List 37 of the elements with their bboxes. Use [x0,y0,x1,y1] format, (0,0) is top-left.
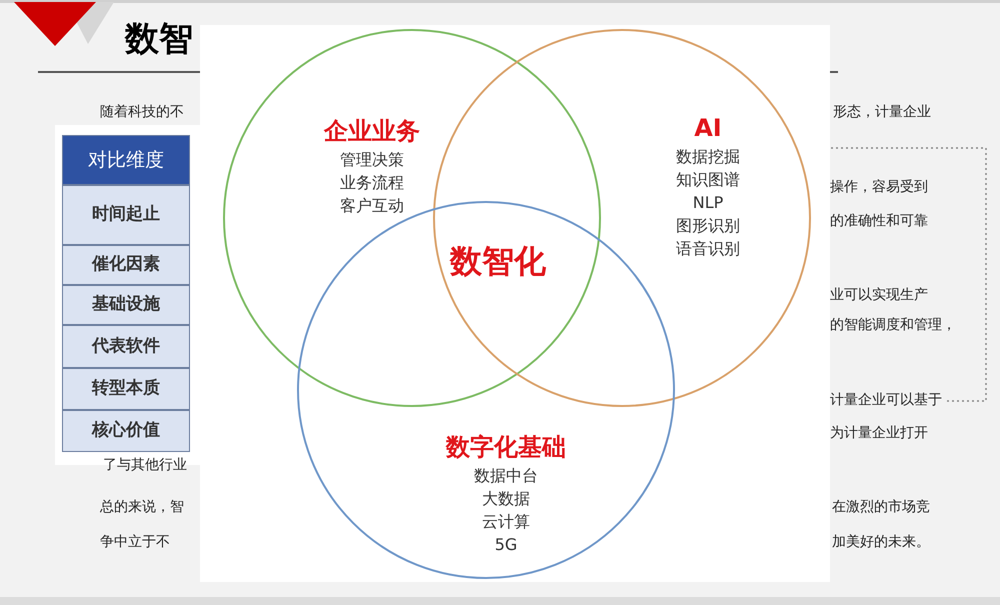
circle-item: 图形识别 [676,215,740,237]
paragraph-fragment: 计量企业可以基于 [830,393,942,407]
venn-center-label: 数智化 [450,245,546,277]
circle-item: 客户互动 [340,195,404,217]
circle-item: 业务流程 [340,172,404,194]
table-header-cell: 对比维度 [62,135,190,185]
table-cell: 核心价值 [62,410,190,452]
paragraph-fragment: 操作，容易受到 [830,180,928,194]
page-title: 数智 [125,22,193,56]
paragraph-fragment: 争中立于不 [100,535,170,549]
circle-heading: 数字化基础 [446,432,566,462]
circle-item: 知识图谱 [676,169,740,191]
paragraph-fragment: 的准确性和可靠 [830,214,928,228]
paragraph-fragment: 形态，计量企业 [833,105,931,119]
circle-item: 语音识别 [676,238,740,260]
table-cell: 代表软件 [62,325,190,368]
circle-item: 管理决策 [340,149,404,171]
table-cell: 转型本质 [62,368,190,410]
paragraph-fragment: 在激烈的市场竞 [832,500,930,514]
paragraph-fragment: 了与其他行业 [103,458,187,472]
table-cell: 催化因素 [62,245,190,285]
paragraph-fragment: 随着科技的不 [100,105,184,119]
paragraph-fragment: 的智能调度和管理， [830,318,956,332]
paragraph-fragment: 总的来说，智 [100,500,184,514]
circle-item: 5G [494,534,518,556]
circle-heading: AI [694,113,722,143]
circle-heading: 企业业务 [324,116,420,146]
paragraph-fragment: 加美好的未来。 [832,535,930,549]
table-cell: 基础设施 [62,285,190,325]
circle-item: NLP [692,192,724,214]
circle-item: 数据中台 [474,465,538,487]
table-cell: 时间起止 [62,185,190,245]
paragraph-fragment: 为计量企业打开 [830,426,928,440]
paragraph-fragment: 业可以实现生产 [830,288,928,302]
circle-item: 数据挖掘 [676,146,740,168]
circle-item: 大数据 [482,488,530,510]
circle-item: 云计算 [482,511,530,533]
